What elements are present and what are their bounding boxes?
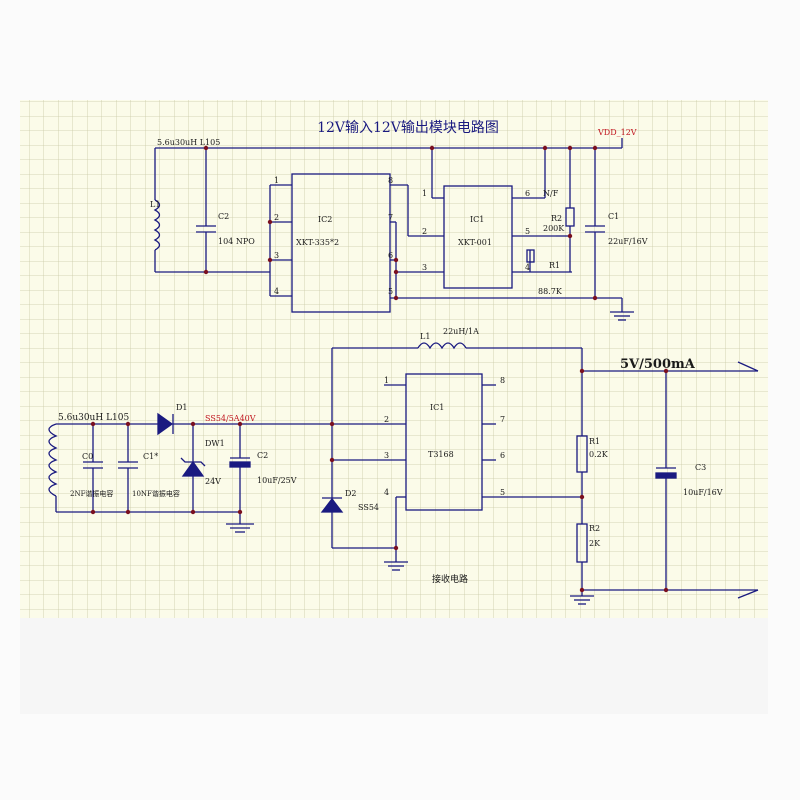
d2-label: D2	[345, 489, 357, 498]
bottom-r2-value: 2K	[589, 539, 601, 548]
c3-label: C3	[695, 463, 706, 472]
bottom-c1-value: 10NF谐振电容	[132, 489, 180, 498]
dw1-value: 24V	[205, 477, 221, 486]
ic2-pin: 8	[388, 176, 393, 185]
ic1-pin: 4	[525, 263, 530, 272]
ic2-part: XKT-335*2	[296, 238, 339, 247]
top-r2-label: R2	[551, 214, 562, 223]
top-junctions	[203, 145, 598, 301]
bottom-l1-label: L1	[420, 332, 430, 341]
top-r1-value: 88.7K	[538, 287, 563, 296]
ic2-pin: 6	[388, 251, 393, 260]
bottom-junctions	[90, 368, 669, 593]
top-title: 12V输入12V输出模块电路图	[317, 120, 499, 136]
ss54-label: SS54/5A40V	[205, 414, 256, 423]
ic1-pin: 1	[422, 189, 427, 198]
bottom-ic1-part: T3168	[428, 450, 454, 459]
ic-pin: 3	[384, 451, 389, 460]
c3-value: 10uF/16V	[683, 488, 723, 497]
top-r1-label: R1	[549, 261, 560, 270]
bottom-c2-label: C2	[257, 451, 268, 460]
bottom-l1-value: 22uH/1A	[443, 327, 479, 336]
bottom-r1-value: 0.2K	[589, 450, 609, 459]
bottom-r2-label: R2	[589, 524, 600, 533]
ic-pin: 5	[500, 488, 505, 497]
ic2-pin: 5	[388, 287, 393, 296]
top-r2-value: 200K	[543, 224, 565, 233]
ic-pin: 1	[384, 376, 389, 385]
ic-pin: 8	[500, 376, 505, 385]
bottom-r1-label: R1	[589, 437, 600, 446]
d2-value: SS54	[358, 503, 379, 512]
ic-pin: 7	[500, 415, 505, 424]
c0-label: C0	[82, 452, 93, 461]
ic1-pin: 5	[525, 227, 530, 236]
nf-label: N/F	[543, 189, 559, 198]
ic-pin: 4	[384, 488, 389, 497]
bottom-ic1-label: IC1	[430, 403, 444, 412]
ic2-pin: 1	[274, 176, 279, 185]
ic2-pin: 2	[274, 213, 279, 222]
output-label: 5V/500mA	[620, 357, 696, 372]
top-inductor-label: 5.6u30uH L105	[157, 138, 220, 147]
dw1-label: DW1	[205, 439, 225, 448]
ic-pin: 2	[384, 415, 389, 424]
bottom-inductor-label: 5.6u30uH L105	[58, 413, 129, 423]
bottom-c2-value: 10uF/25V	[257, 476, 297, 485]
receiver-caption: 接收电路	[432, 573, 468, 585]
bottom-circuit	[48, 342, 759, 605]
top-c1-label: C1	[608, 212, 619, 221]
ic2-pin: 3	[274, 251, 279, 260]
top-l1-label: L1	[150, 200, 160, 209]
d1-label: D1	[176, 403, 188, 412]
bottom-c1-label: C1*	[143, 452, 158, 461]
vdd-label: VDD_12V	[597, 128, 637, 137]
ic1-pin: 3	[422, 263, 427, 272]
ic2-label: IC2	[318, 215, 332, 224]
ic2-pin: 4	[274, 287, 279, 296]
top-c1-value: 22uF/16V	[608, 237, 648, 246]
grid-lines	[20, 100, 768, 618]
top-ic1-part: XKT-001	[458, 238, 492, 247]
ic1-pin: 2	[422, 227, 427, 236]
top-c2-value: 104 NPO	[218, 237, 255, 246]
top-ic1-label: IC1	[470, 215, 484, 224]
lower-margin	[20, 618, 768, 714]
top-c2-label: C2	[218, 212, 229, 221]
ic1-pin: 6	[525, 189, 530, 198]
ic2-pin: 7	[388, 213, 393, 222]
ic-pin: 6	[500, 451, 505, 460]
c0-value: 2NF谐振电容	[70, 489, 113, 498]
